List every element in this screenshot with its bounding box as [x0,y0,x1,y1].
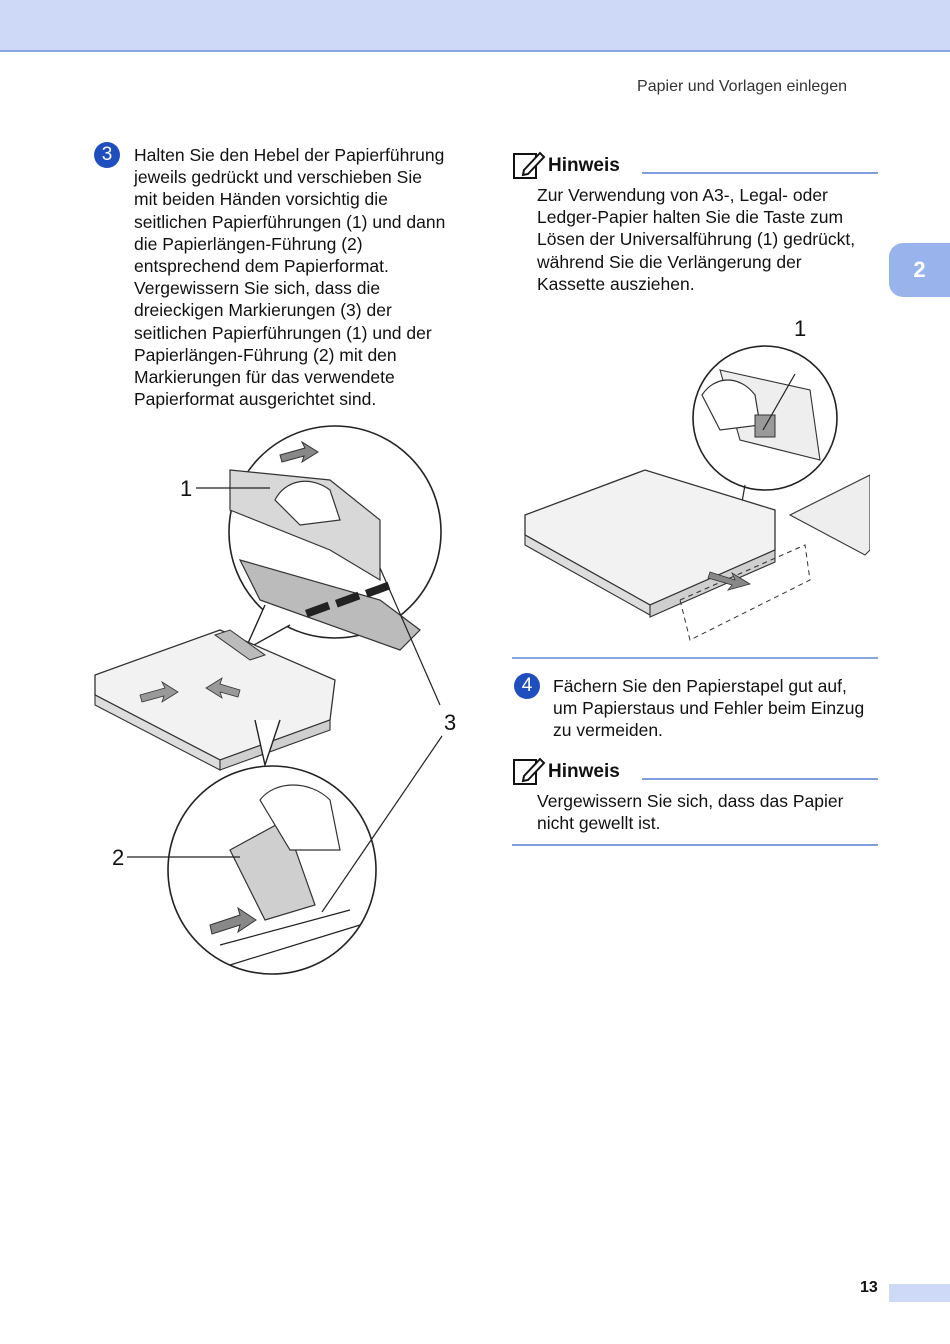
footer-tab [889,1284,950,1302]
chapter-tab: 2 [889,243,950,297]
callout-3: 3 [444,710,457,735]
note-rule [642,778,878,780]
note-body: Vergewissern Sie sich, dass das Papier n… [537,791,844,834]
note-title: Hinweis [548,155,620,176]
note-body: Zur Verwendung von A3-, Legal- oder Ledg… [537,185,856,294]
note-pencil-icon [513,151,546,179]
note-pencil-icon [513,757,546,785]
note-rule [642,172,878,174]
note-bottom-rule [512,844,878,847]
step-3-badge: 3 [94,142,120,168]
tray-extension-illustration [524,345,870,641]
paper-tray-drawing [94,629,336,771]
zoom-circle-right [692,345,838,491]
zoom-circle-top [228,425,442,651]
callout-2: 2 [112,845,125,870]
page-number: 13 [860,1279,878,1296]
callout-1-right: 1 [794,316,807,341]
running-header: Papier und Vorlagen einlegen [637,78,847,95]
note-hinweis-2: Hinweis Vergewissern Sie sich, dass das … [512,756,878,847]
tray-drawing-right [524,469,870,641]
note-hinweis-1: Hinweis Zur Verwendung von A3-, Legal- o… [512,150,878,295]
step-4-text: Fächern Sie den Papierstapel gut auf, um… [553,676,865,741]
step-3-text: Halten Sie den Hebel der Papierführung j… [134,145,446,410]
step-4-badge: 4 [514,673,540,699]
note-title: Hinweis [548,761,620,782]
paper-tray-side-guides-illustration [94,425,443,975]
section-divider [512,657,878,659]
zoom-circle-bottom [167,765,377,975]
callout-1-left: 1 [180,476,193,501]
top-color-band [0,0,950,52]
